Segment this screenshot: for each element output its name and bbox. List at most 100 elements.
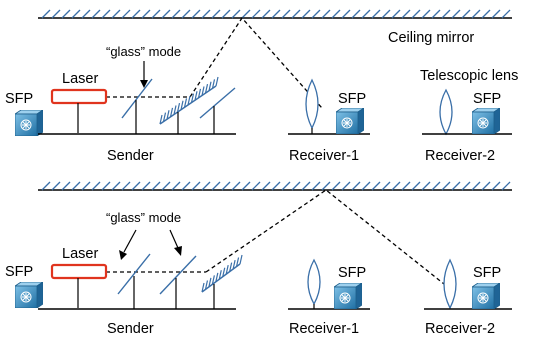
mirror-hatch [111,181,121,191]
mirror-hatch [161,9,171,19]
mirror-hatch [451,9,461,19]
mirror-hatch [231,181,241,191]
mirror-hatch [211,9,221,19]
mirror-hatch [201,9,211,19]
mirror-hatch [173,105,177,115]
mirror-hatch [229,262,233,272]
mirror-hatch [291,181,301,191]
mirror-hatch [261,9,271,19]
ceiling-mirror [38,181,512,191]
mirror-hatch [208,277,212,288]
mirror-hatch [341,9,351,19]
mirror-hatch [381,9,391,19]
mirror-hatch [421,181,431,191]
mirror-hatch [61,181,71,191]
mirror-hatch [211,181,221,191]
mirror-hatch [431,181,441,191]
mirror-hatch [331,181,341,191]
mirror-hatch [141,9,151,19]
mirror-hatch [481,181,491,191]
glass-mode-arrow [140,80,148,88]
receiver-1-lens-icon [307,258,321,306]
mirror-hatch [161,181,171,191]
sender-sfp-icon [15,110,43,136]
mirror-hatch [208,81,212,91]
telescopic-lens-label: Telescopic lens [420,68,518,84]
receiver-2-lens-icon [443,258,457,310]
glass-mirror-1 [117,253,151,295]
mirror-hatch [461,181,471,191]
mirror-hatch [215,272,219,282]
mirror-hatch [51,181,61,191]
sender-label: Sender [107,148,154,164]
mirror-hatch [211,275,215,285]
mirror-hatch [281,9,291,19]
mirror-hatch [251,181,261,191]
receiver-1-sfp-icon [336,108,364,134]
mirror-hatch [301,9,311,19]
mirror-hatch [181,181,191,191]
mirror-hatch [81,181,91,191]
mirror-hatch [218,270,222,280]
receiver-2-lens-icon [439,88,453,136]
mirror-hatch [501,9,511,19]
glass-mirror-2 [159,255,197,295]
laser-icon [50,88,108,105]
mirror-hatch [162,112,167,122]
glass-mode-label: “glass” mode [106,210,181,225]
glass-mode-arrow [174,246,182,256]
mirror-hatch [491,181,501,191]
mirror-hatch [291,9,301,19]
mirror-hatch [194,91,198,101]
mirror-hatch [190,93,195,103]
mirror-hatch [71,181,81,191]
mirror-hatch [204,83,209,94]
sender-sfp-label: SFP [5,264,33,280]
mirror-hatch [341,181,351,191]
mirror-hatch [91,9,101,19]
ceiling-mirror [38,9,512,19]
receiver-1-sfp-icon [334,283,362,309]
laser-label: Laser [62,246,98,262]
mirror-hatch [171,181,181,191]
mirror-hatch [271,181,281,191]
mirror-hatch [187,95,191,106]
sender-sfp-label: SFP [5,91,33,107]
receiver-2-sfp-icon [472,108,500,134]
mirror-hatch [197,88,202,99]
receiver-2-label: Receiver-2 [425,321,495,337]
laser-label: Laser [62,71,98,87]
mirror-hatch [401,9,411,19]
mirror-hatch [211,79,216,89]
ceiling-mirror-label: Ceiling mirror [388,30,474,46]
mirror-hatch [461,9,471,19]
reflective-mirror-1 [159,76,219,125]
mirror-hatch [225,265,229,275]
mirror-hatch [81,9,91,19]
mirror-hatch [481,9,491,19]
mirror-hatch [411,9,421,19]
mirror-hatch [261,181,271,191]
mirror-hatch [176,102,181,113]
mirror-hatch [131,181,141,191]
mirror-hatch [231,9,241,19]
mirror-hatch [201,86,205,96]
mirror-hatch [241,181,251,191]
receiver-2-sfp-icon [472,283,500,309]
mirror-hatch [71,9,81,19]
mirror-hatch [191,9,201,19]
mirror-hatch [371,181,381,191]
mirror-hatch [215,76,219,87]
mirror-hatch [361,181,371,191]
mirror-hatch [61,9,71,19]
mirror-hatch [221,9,231,19]
mirror-hatch [321,181,331,191]
mirror-hatch [361,9,371,19]
mirror-hatch [101,9,111,19]
mirror-hatch [171,9,181,19]
sender-label: Sender [107,321,154,337]
receiver-1-lens-icon [305,78,319,130]
receiver-1-sfp-label: SFP [338,91,366,107]
laser-beam [106,189,445,285]
